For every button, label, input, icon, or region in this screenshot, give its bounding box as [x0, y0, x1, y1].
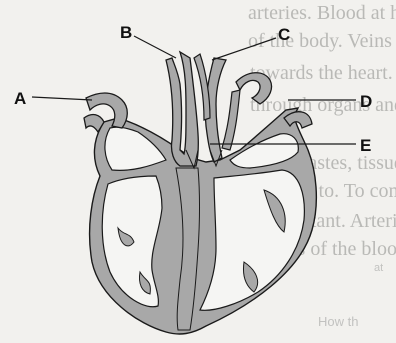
- leader-line-c: [212, 38, 276, 60]
- label-d: D: [360, 92, 372, 111]
- pulmonary-vein-upper: [236, 73, 272, 104]
- label-e: E: [360, 136, 371, 155]
- label-a: A: [14, 89, 26, 108]
- label-c: C: [278, 25, 290, 44]
- leader-line-a: [32, 97, 92, 100]
- leader-line-b: [134, 36, 176, 58]
- vessel-connector-right: [222, 90, 240, 150]
- label-b: B: [120, 23, 132, 42]
